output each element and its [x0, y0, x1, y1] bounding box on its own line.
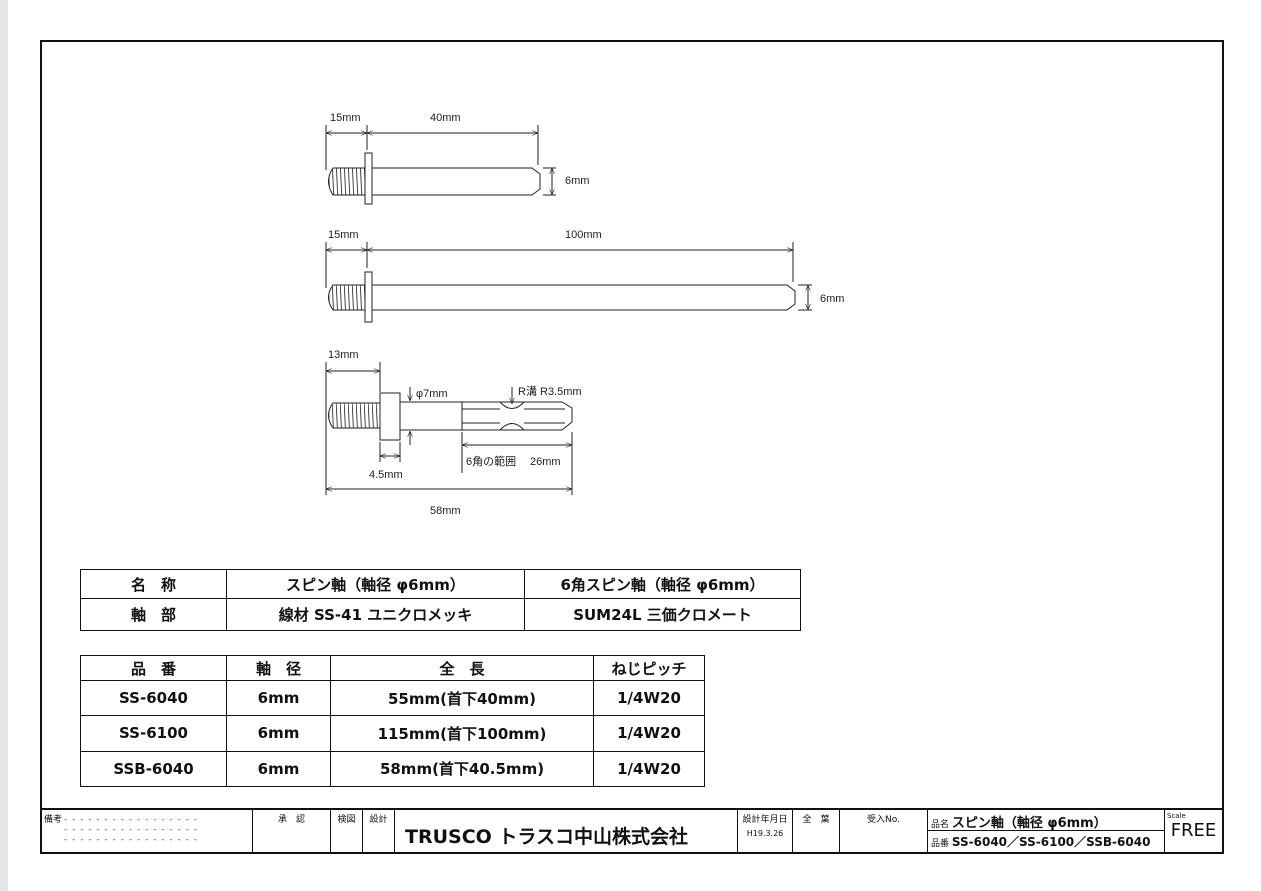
spec-table: 名 称スピン軸（軸径 φ6mm）6角スピン軸（軸径 φ6mm） 軸 部線材 SS… [80, 569, 801, 631]
dim-label: R溝 R3.5mm [518, 385, 582, 398]
scale-label: Scale [1167, 812, 1186, 820]
dim-label: φ7mm [416, 388, 448, 400]
dim-label: 4.5mm [369, 469, 403, 481]
remarks-cell: 備考- - - - - - - - - - - - - - - - -- - -… [42, 810, 253, 854]
cell: 6mm [226, 679, 331, 717]
dim-label: 40mm [430, 112, 461, 124]
margin-strip [0, 0, 8, 891]
cell: 1/4W20 [593, 750, 705, 788]
dim-label: 58mm [430, 505, 461, 517]
check-cell: 検図 [331, 810, 363, 854]
company-name: TRUSCO トラスコ中山株式会社 [395, 810, 738, 854]
dim-label: 15mm [328, 229, 359, 241]
spec-cell: SUM24L 三価クロメート [524, 598, 801, 631]
spec-cell: 名 称 [80, 569, 227, 599]
receipt-cell: 受入No. [840, 810, 928, 854]
spec-cell: 線材 SS-41 ユニクロメッキ [226, 598, 525, 631]
product-name: スピン軸（軸径 φ6mm） [951, 816, 1107, 831]
spec-cell: 6角スピン軸（軸径 φ6mm） [524, 569, 801, 599]
header-cell: 軸 径 [226, 655, 331, 681]
dim-label: 13mm [328, 349, 359, 361]
date-cell: 設計年月日 H19.3.26 [738, 810, 793, 854]
name-label: 品名 [931, 820, 950, 830]
cell: SS-6100 [80, 715, 227, 752]
cell: SSB-6040 [80, 750, 227, 788]
dim-label: 6mm [820, 293, 844, 305]
title-block: 備考- - - - - - - - - - - - - - - - -- - -… [42, 808, 1222, 854]
approve-cell: 承 認 [253, 810, 331, 854]
cell: SS-6040 [80, 679, 227, 717]
cell: 115mm(首下100mm) [330, 715, 594, 752]
scale-value: FREE [1170, 820, 1217, 841]
spec-cell: スピン軸（軸径 φ6mm） [226, 569, 525, 599]
header-cell: 全 長 [330, 655, 594, 681]
cell: 6mm [226, 715, 331, 752]
sheets-cell: 全 葉 [793, 810, 840, 854]
spec-cell: 軸 部 [80, 598, 227, 631]
date-label: 設計年月日 [742, 815, 788, 825]
dim-label: 15mm [330, 112, 361, 124]
dim-label: 6角の範囲 [466, 454, 516, 468]
drawing-frame [40, 40, 1224, 854]
design-cell: 設計 [363, 810, 395, 854]
cell: 55mm(首下40mm) [330, 679, 594, 717]
hex-spin-shaft [325, 362, 573, 495]
dim-label: 6mm [565, 175, 589, 187]
dim-label: 26mm [530, 456, 561, 468]
cell: 1/4W20 [593, 715, 705, 752]
cell: 6mm [226, 750, 331, 788]
spin-shaft-100 [325, 242, 812, 323]
date-value: H19.3.26 [746, 829, 784, 838]
number-label: 品番 [931, 839, 950, 849]
remarks-label: 備考 [44, 815, 63, 825]
dim-label: 100mm [565, 229, 602, 241]
header-cell: ねじピッチ [593, 655, 705, 681]
name-number-cell: 品名 スピン軸（軸径 φ6mm） 品番 SS-6040／SS-6100／SSB-… [928, 810, 1165, 854]
header-cell: 品 番 [80, 655, 227, 681]
spin-shaft-40 [325, 125, 556, 205]
cell: 1/4W20 [593, 679, 705, 717]
cell: 58mm(首下40.5mm) [330, 750, 594, 788]
product-number: SS-6040／SS-6100／SSB-6040 [951, 835, 1151, 849]
